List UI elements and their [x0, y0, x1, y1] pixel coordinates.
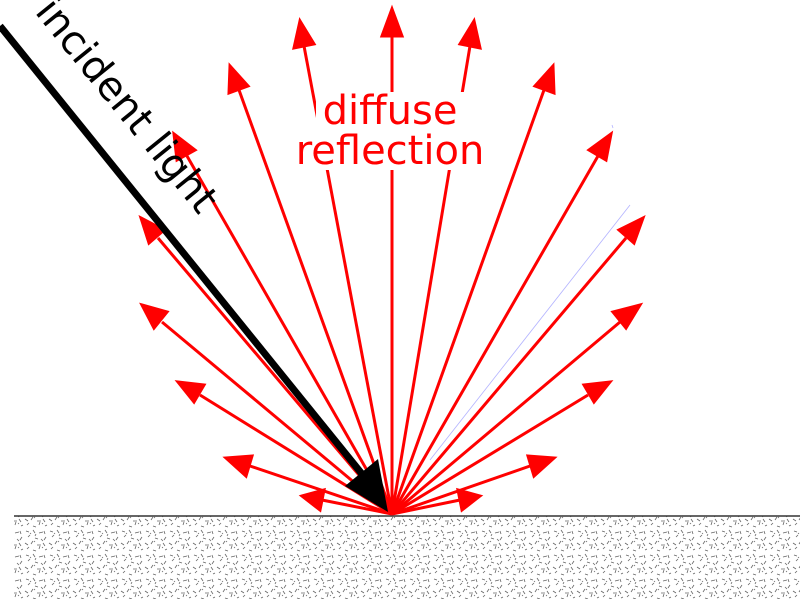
- reflected-ray: [391, 380, 614, 516]
- incident-ray: [0, 23, 388, 512]
- diffuse-label-line2: reflection: [296, 128, 485, 174]
- reflected-ray: [298, 487, 393, 516]
- diffuse-label-line1: diffuse: [323, 88, 458, 134]
- reflected-ray: [172, 130, 394, 515]
- faint-guides: [429, 124, 631, 461]
- reflected-ray: [222, 454, 393, 516]
- reflected-ray: [391, 487, 484, 516]
- reflected-ray: [391, 302, 644, 516]
- incident-arrowhead: [345, 459, 388, 512]
- surface: [14, 515, 800, 599]
- reflected-ray: [227, 62, 394, 515]
- incident-light-label: incident light: [26, 0, 227, 222]
- incident-ray-shaft: [0, 23, 365, 477]
- reflected-rays: [138, 4, 646, 516]
- surface-body: [14, 516, 800, 599]
- diffuse-reflection-label: diffuse reflection: [296, 88, 485, 174]
- reflected-ray: [390, 130, 614, 515]
- reflected-ray: [390, 214, 646, 515]
- reflected-ray: [379, 4, 405, 514]
- reflected-ray: [390, 62, 556, 515]
